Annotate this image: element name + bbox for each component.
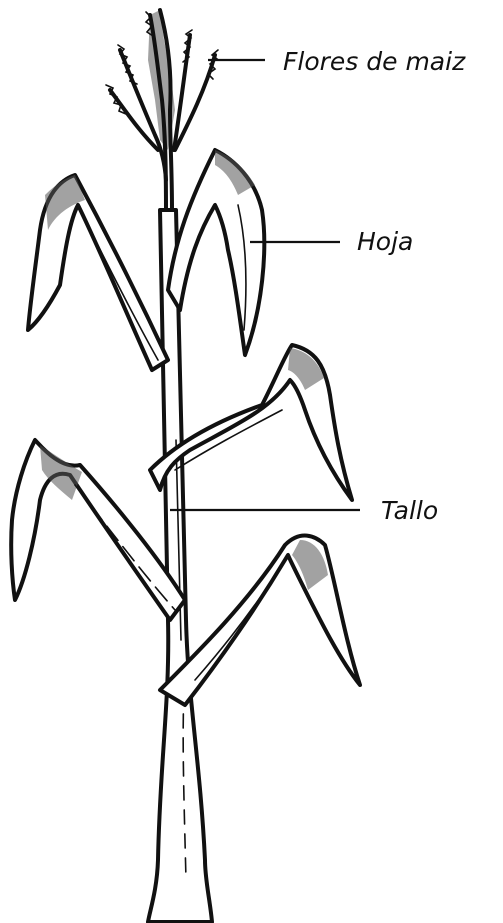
leaf-top-right xyxy=(168,150,264,355)
label-leaf: Hoja xyxy=(357,227,413,256)
label-stem: Tallo xyxy=(381,496,438,525)
label-flowers: Flores de maiz xyxy=(283,47,466,76)
leaf-top-left xyxy=(28,175,168,370)
leaf-lower-right xyxy=(160,536,360,705)
